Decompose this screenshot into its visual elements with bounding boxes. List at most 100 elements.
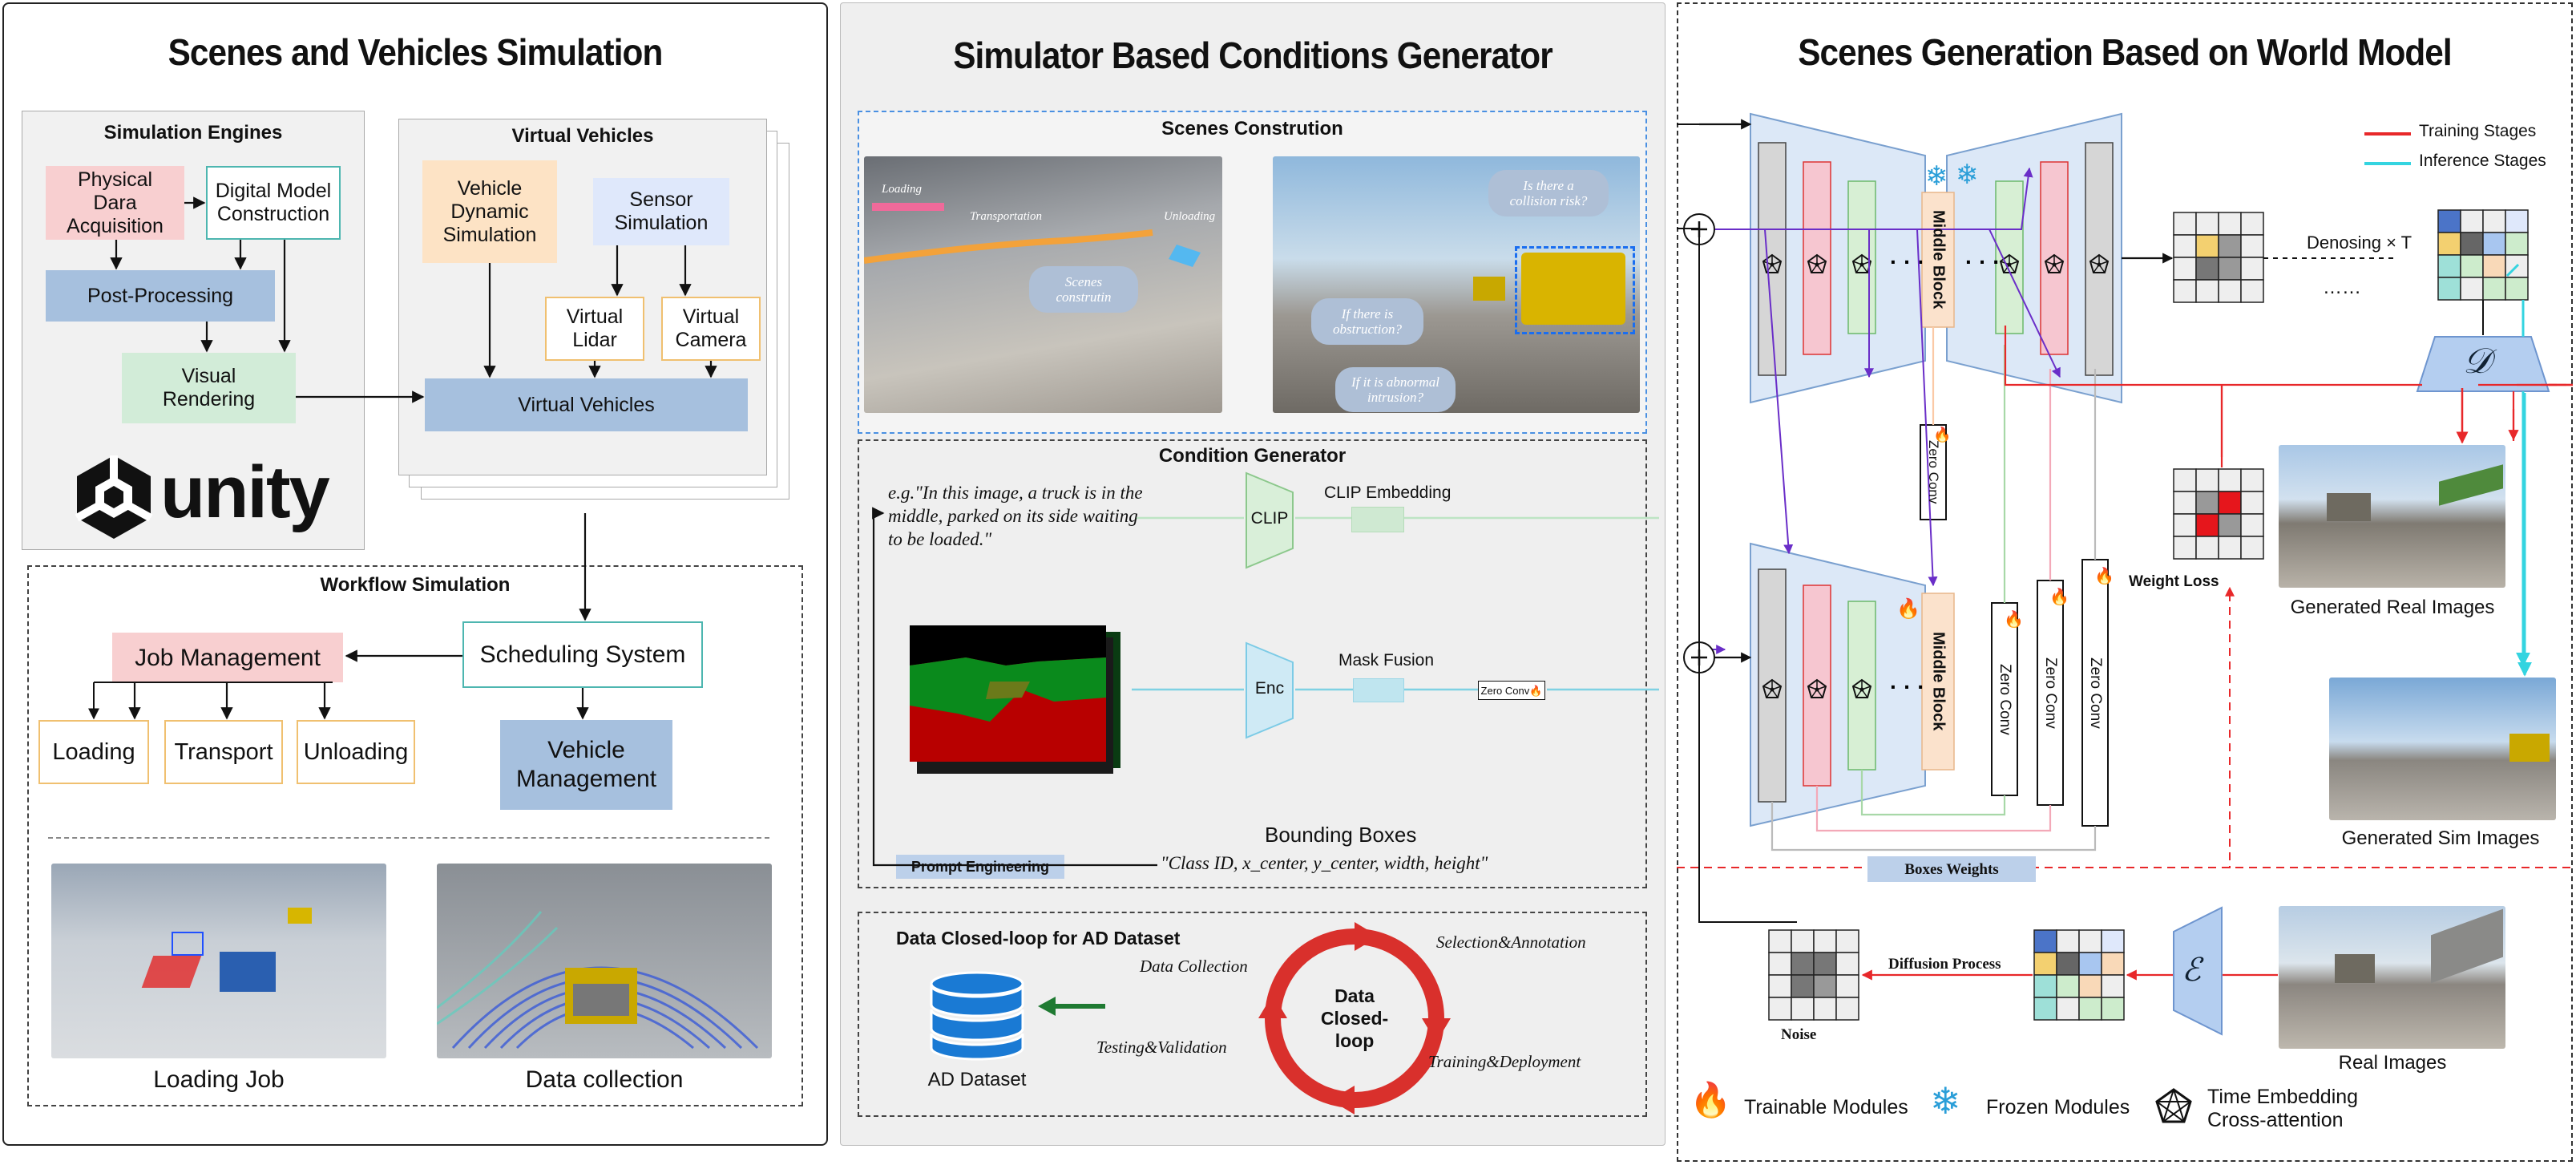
testing-validation-label: Testing&Validation (1096, 1038, 1227, 1057)
tag-unloading: Unloading (1164, 210, 1216, 223)
training-arrow (2456, 388, 2469, 444)
loading-job-caption: Loading Job (153, 1066, 285, 1093)
panel-right-title: Scenes Generation Based on World Model (1798, 31, 2452, 73)
scenes-construction-label: Scenes Constrution (1161, 118, 1343, 140)
middle-block-top: Middle Block (1929, 210, 1948, 309)
bubble-collision-risk: Is there a collision risk? (1488, 170, 1609, 216)
virtual-camera-box: Virtual Camera (661, 297, 761, 361)
generated-sim-caption: Generated Sim Images (2341, 827, 2540, 849)
zero-conv-block-2: Zero Conv (1997, 663, 2013, 735)
snowflake-icon: ❄ (1930, 1080, 1961, 1122)
training-deployment-label: Training&Deployment (1428, 1052, 1581, 1071)
time-embedding-icon (2155, 1088, 2192, 1123)
clip-label: CLIP (1250, 509, 1289, 528)
workflow-divider (48, 837, 769, 839)
legend-training-label: Training Stages (2419, 122, 2537, 140)
zero-conv-block-3: Zero Conv (2042, 657, 2059, 729)
flame-icon: 🔥 (2004, 611, 2024, 629)
panel-scenes-vehicles-simulation (2, 2, 828, 1146)
legend-trainable-label: Trainable Modules (1744, 1096, 1908, 1118)
left-panel-arrows (88, 196, 717, 720)
prompt-example-text: e.g."In this image, a truck is in the mi… (888, 483, 1143, 549)
panel-left-title: Scenes and Vehicles Simulation (168, 31, 664, 73)
clip-module (1246, 471, 1294, 569)
mask-fusion-label: Mask Fusion (1338, 651, 1435, 669)
zero-conv-block-4: Zero Conv (2087, 657, 2104, 729)
loading-job-image (51, 864, 386, 1058)
closed-loop-ring (1258, 922, 1451, 1114)
svg-text:· · ·: · · · (1965, 249, 2001, 274)
world-model-diagram: · · · · · · · · · (1677, 112, 2573, 1036)
ad-dataset-label: AD Dataset (927, 1069, 1027, 1090)
selection-annotation-label: Selection&Annotation (1436, 932, 1586, 952)
zero-conv-small-box: Zero Conv 🔥 (1478, 681, 1545, 700)
flame-icon: 🔥 (1529, 684, 1543, 697)
condition-generator-label: Condition Generator (1158, 445, 1347, 467)
real-image (2279, 906, 2505, 1049)
virtual-vehicles-box: Virtual Vehicles (425, 378, 748, 431)
flame-icon: 🔥 (2049, 589, 2069, 606)
boxes-weights-box: Boxes Weights (1867, 856, 2036, 882)
job-management-box: Job Management (112, 633, 343, 682)
clip-embedding-block (1351, 507, 1404, 532)
tag-transportation: Transportation (970, 210, 1043, 223)
mask-fusion-block (1353, 678, 1404, 702)
scheduling-system-box: Scheduling System (462, 621, 703, 688)
data-collection-image (437, 864, 772, 1058)
bubble-scenes-construction: Scenes construtin (1029, 266, 1138, 313)
denoising-dots: …… (2323, 277, 2361, 298)
flame-icon: 🔥 (1690, 1081, 1732, 1118)
closed-loop-group (858, 912, 1647, 1117)
generated-real-caption: Generated Real Images (2290, 597, 2495, 618)
transport-box: Transport (164, 720, 283, 784)
green-arrow-icon (1038, 997, 1105, 1016)
bounding-boxes-title: Bounding Boxes (1265, 823, 1417, 847)
real-images-caption: Real Images (2338, 1052, 2447, 1074)
flame-icon: 🔥 (1896, 598, 1920, 620)
zero-conv-block-1: Zero Conv (1926, 440, 1941, 504)
loading-box: Loading (38, 720, 149, 784)
legend-inference-line (2364, 162, 2411, 165)
physical-data-acquisition-box: Physical Dara Acquisition (46, 166, 184, 240)
vehicle-management-box: Vehicle Management (500, 720, 672, 810)
legend-inference-label: Inference Stages (2419, 152, 2546, 170)
encoder-label: ℰ (2182, 952, 2202, 988)
bubble-abnormal-intrusion: If it is abnormal intrusion? (1335, 367, 1456, 412)
closed-loop-center-text: Data Closed-loop (1320, 985, 1389, 1051)
flame-icon: 🔥 (2094, 568, 2114, 585)
tag-loading: Loading (882, 183, 923, 196)
generated-sim-image (2329, 678, 2556, 820)
condition-generator-group (858, 439, 1647, 888)
visual-rendering-box: Visual Rendering (122, 353, 296, 423)
unity-logo-text: unity (160, 451, 330, 533)
weight-loss-label: Weight Loss (2129, 573, 2219, 590)
flame-icon: 🔥 (1933, 427, 1952, 443)
clip-embedding-label: CLIP Embedding (1324, 483, 1452, 502)
vehicle-dynamic-simulation-box: Vehicle Dynamic Simulation (422, 160, 557, 263)
sensor-simulation-box: Sensor Simulation (593, 178, 729, 245)
generated-real-image (2279, 445, 2505, 588)
data-collection-caption: Data collection (525, 1066, 684, 1093)
inference-arrow (2517, 393, 2532, 677)
unity-logo-icon (75, 455, 153, 539)
diffusion-process-label: Diffusion Process (1888, 956, 2001, 973)
simulation-engines-label: Simulation Engines (103, 122, 283, 144)
workflow-simulation-label: Workflow Simulation (320, 574, 511, 596)
bounding-boxes-format: "Class ID, x_center, y_center, width, he… (1161, 853, 1488, 873)
enc-module (1246, 641, 1294, 739)
legend-time-label: Time Embedding Cross-attention (2207, 1086, 2359, 1131)
workflow-simulation-group (27, 565, 803, 1106)
snowflake-icon: ❄ (1925, 161, 1948, 192)
data-collection-label: Data Collection (1140, 957, 1248, 976)
bubble-obstruction: If there is obstruction? (1311, 298, 1423, 345)
enc-label: Enc (1254, 679, 1285, 698)
segmentation-mask-image (910, 625, 1106, 762)
zero-conv-small-label: Zero Conv (1480, 684, 1530, 697)
legend-frozen-label: Frozen Modules (1986, 1096, 2130, 1118)
database-icon (930, 971, 1024, 1061)
legend-training-line (2364, 132, 2411, 136)
mid-panel-connectors (872, 507, 1659, 867)
closed-loop-label: Data Closed-loop for AD Dataset (896, 928, 1181, 949)
denoising-label: Denosing × T (2307, 233, 2412, 253)
post-processing-box: Post-Processing (46, 270, 275, 322)
